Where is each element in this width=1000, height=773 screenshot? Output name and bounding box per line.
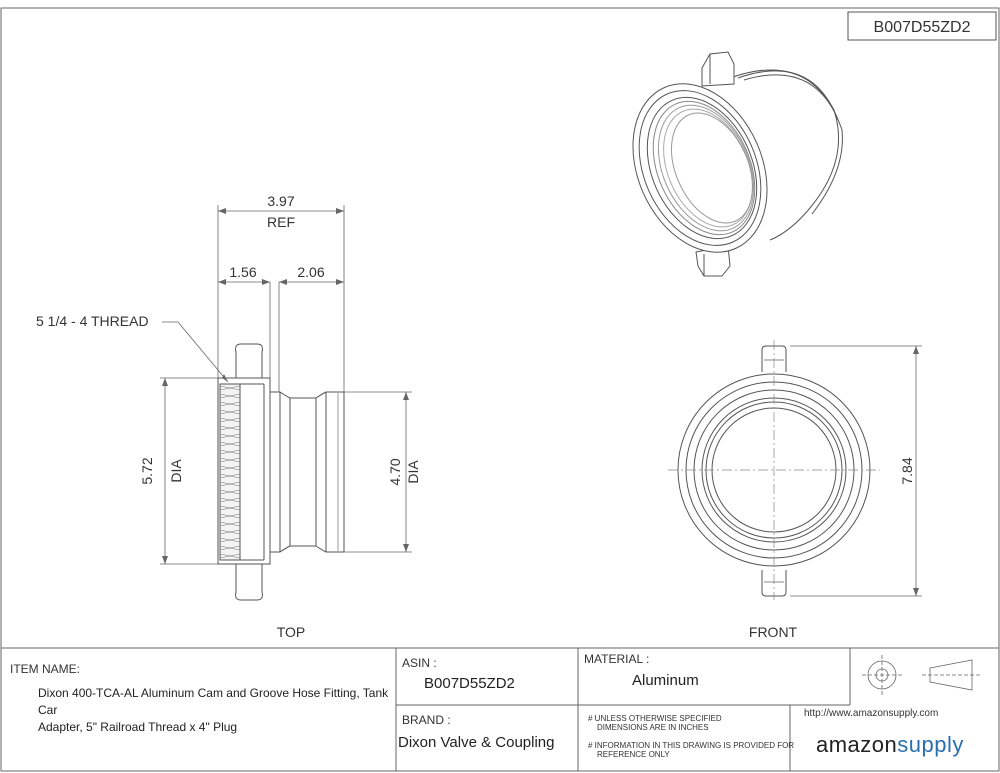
asin-label: ASIN : bbox=[402, 656, 437, 670]
dim-front-height: 7.84 bbox=[899, 457, 915, 484]
asin-value: B007D55ZD2 bbox=[424, 675, 515, 692]
front-view bbox=[668, 340, 880, 600]
arrowheads-top bbox=[162, 208, 409, 564]
logo-supply-text: supply bbox=[897, 732, 964, 757]
item-name-label: ITEM NAME: bbox=[10, 662, 81, 676]
logo-amazon-text: amazon bbox=[816, 732, 898, 757]
dim-ref-note: REF bbox=[267, 214, 295, 230]
brand-label: BRAND : bbox=[402, 713, 451, 727]
brand-value: Dixon Valve & Coupling bbox=[398, 734, 555, 751]
title-block-grid bbox=[1, 647, 999, 771]
item-name-line1: Dixon 400-TCA-AL Aluminum Cam and Groove… bbox=[38, 686, 389, 717]
material-label: MATERIAL : bbox=[584, 652, 650, 666]
drawing-border bbox=[0, 7, 1000, 772]
isometric-view bbox=[632, 51, 843, 277]
note-units: # UNLESS OTHERWISE SPECIFIED DIMENSIONS … bbox=[588, 714, 722, 732]
top-view bbox=[217, 343, 345, 601]
note-units-line1: # UNLESS OTHERWISE SPECIFIED bbox=[588, 714, 722, 723]
item-name-line2: Adapter, 5" Railroad Thread x 4" Plug bbox=[38, 720, 238, 734]
dim-dia-left-unit: DIA bbox=[168, 459, 184, 483]
note-reference-line2: REFERENCE ONLY bbox=[597, 750, 670, 759]
dim-dia-right: 4.70 bbox=[387, 458, 403, 485]
thread-callout: 5 1/4 - 4 THREAD bbox=[36, 313, 149, 329]
item-name: Dixon 400-TCA-AL Aluminum Cam and Groove… bbox=[38, 685, 394, 736]
dim-overall-length: 3.97 bbox=[267, 193, 294, 209]
id-box bbox=[847, 11, 997, 41]
dim-dia-right-unit: DIA bbox=[405, 460, 421, 484]
thread-hatch bbox=[219, 385, 241, 559]
supplier-url[interactable]: http://www.amazonsupply.com bbox=[804, 708, 939, 719]
view-label-top: TOP bbox=[277, 624, 306, 640]
projection-symbol bbox=[862, 655, 980, 695]
dim-seg-a: 1.56 bbox=[229, 264, 256, 280]
drawing-id: B007D55ZD2 bbox=[874, 19, 971, 36]
amazonsupply-logo: amazonsupply bbox=[816, 732, 964, 758]
material-value: Aluminum bbox=[632, 672, 699, 689]
dim-seg-b: 2.06 bbox=[297, 264, 324, 280]
dim-dia-left: 5.72 bbox=[139, 457, 155, 484]
note-reference-line1: # INFORMATION IN THIS DRAWING IS PROVIDE… bbox=[588, 741, 795, 750]
top-dimensions bbox=[160, 205, 412, 565]
view-label-front: FRONT bbox=[749, 624, 798, 640]
note-reference: # INFORMATION IN THIS DRAWING IS PROVIDE… bbox=[588, 741, 794, 759]
note-units-line2: DIMENSIONS ARE IN INCHES bbox=[597, 723, 709, 732]
front-dimensions bbox=[790, 345, 922, 597]
arrowheads-front bbox=[913, 346, 919, 596]
